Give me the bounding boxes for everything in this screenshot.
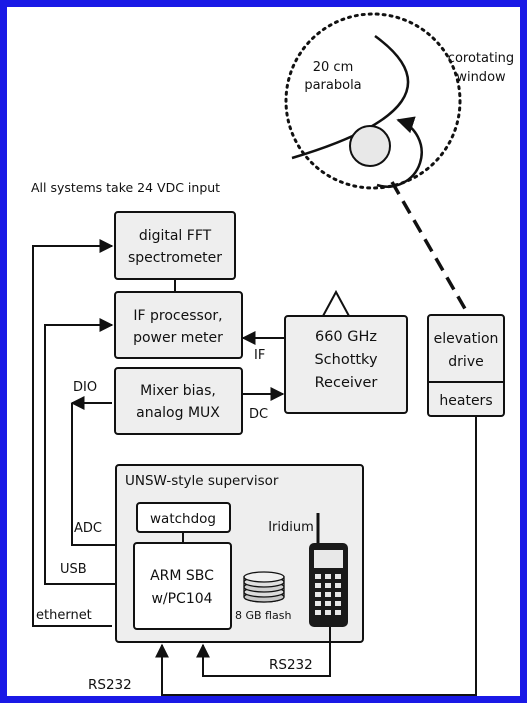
mixer-label-2: analog MUX [136,405,220,421]
receiver-box [284,315,408,414]
receiver-label-2: Schottky [314,352,377,368]
usb-label: USB [60,562,87,577]
if-processor-box [114,291,243,359]
rs232-phone-link [196,627,331,677]
adc-label: ADC [74,521,102,536]
power-note: All systems take 24 VDC input [31,180,220,195]
mirror-label-1: 20 cm [313,60,354,75]
fft-label-2: spectrometer [128,250,222,266]
parabola-mirror [291,34,410,160]
elevation-label-2: drive [448,354,483,370]
dc-label: DC [249,407,268,422]
rs232-left-label: RS232 [88,677,132,693]
if-processor-label-2: power meter [133,330,223,346]
dio-label: DIO [73,380,97,395]
sbc-label-2: w/PC104 [151,591,212,607]
supervisor-title: UNSW-style supervisor [125,473,279,489]
if-processor-label-1: IF processor, [133,308,222,324]
elevation-label-1: elevation [434,331,499,347]
rs232-right-label: RS232 [269,657,313,673]
arm-sbc-box [133,542,232,630]
rotation-arrow-icon [376,116,423,188]
receiver-label-1: 660 GHz [315,329,377,345]
watchdog-label: watchdog [150,511,216,527]
window-label-1: corotating [448,51,514,66]
ethernet-label: ethernet [36,608,92,623]
optics-assembly: 20 cm parabola corotating window [284,12,514,190]
heaters-label: heaters [439,393,492,409]
mirror-label-2: parabola [304,78,361,93]
mixer-bias-box [114,367,243,435]
iridium-label: Iridium [268,520,314,535]
sbc-label-1: ARM SBC [150,568,214,584]
antenna-icon [321,289,351,317]
mixer-label-1: Mixer bias, [140,383,216,399]
fft-spectrometer-box [114,211,236,280]
rotating-element-circle [349,125,391,167]
rs232-heaters-link [155,416,477,696]
iridium-phone-icon [309,513,348,627]
flash-storage-icon [243,571,285,603]
window-label-2: window [456,70,506,85]
if-label: IF [254,348,265,363]
left-wiring [32,239,134,627]
receiver-label-3: Receiver [315,375,378,391]
fft-label-1: digital FFT [139,228,212,244]
elevation-heaters-box [427,314,505,417]
flash-label: 8 GB flash [235,609,291,622]
corotating-window-circle [284,12,462,190]
optics-link-dashed [390,181,470,315]
